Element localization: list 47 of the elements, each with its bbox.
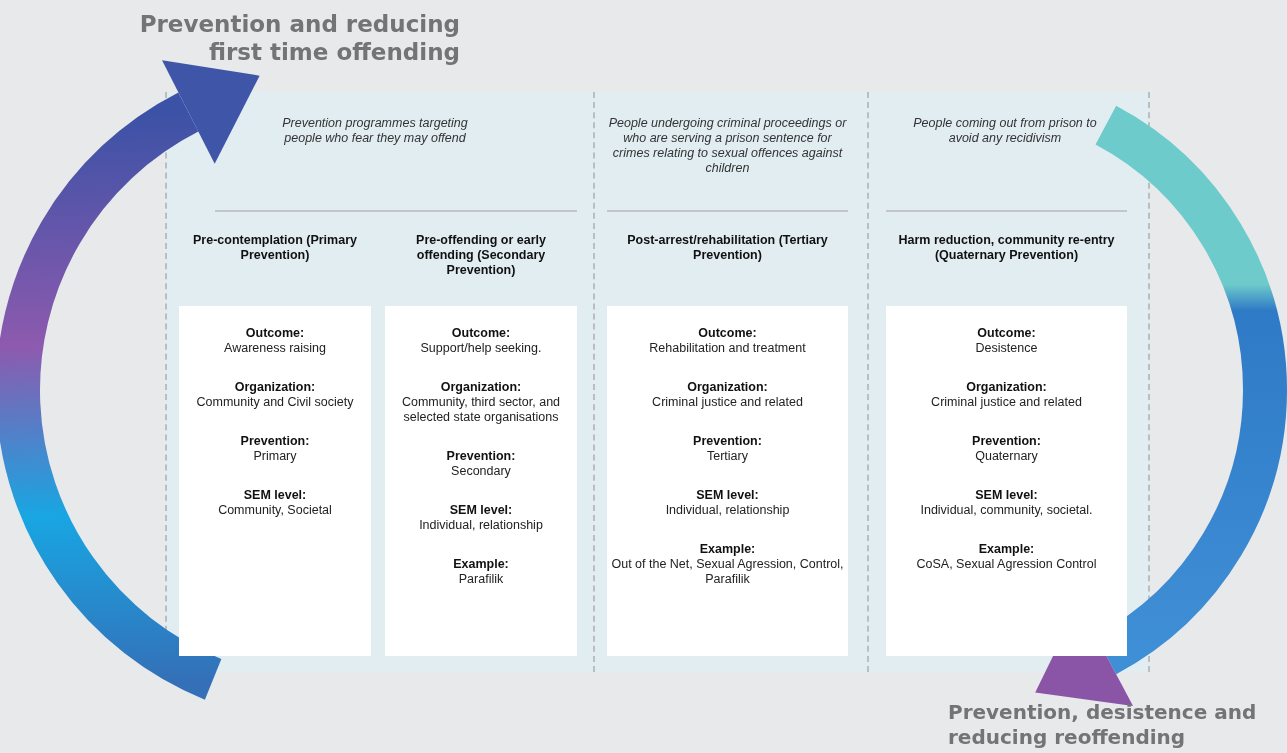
- stage-heading: Harm reduction, community re-entry (Quaternary Prevention): [897, 233, 1116, 263]
- field-value: CoSA, Sexual Agression Control: [916, 557, 1097, 572]
- target-group-note: Prevention programmes targeting people who fear they may offend: [281, 116, 469, 146]
- field-value: Criminal justice and related: [652, 395, 803, 410]
- field-label: Organization:: [687, 380, 768, 395]
- field-label: Organization:: [440, 380, 522, 395]
- field-value: Criminal justice and related: [931, 395, 1082, 410]
- stage-heading: Post-arrest/rehabilitation (Tertiary Prevention): [626, 233, 829, 263]
- field-value: Individual, relationship: [665, 503, 790, 518]
- stage-heading: Pre-offending or early offending (Secondary Prevention): [415, 233, 547, 278]
- field-value: Support/help seeking.: [420, 341, 542, 356]
- target-group-note: People undergoing criminal proceedings or who are serving a prison sentence for crimes relating to sexual offences against children: [607, 116, 848, 176]
- field-value: Desistence: [975, 341, 1038, 356]
- field-label: Example:: [978, 542, 1035, 557]
- field-value: Community, Societal: [218, 503, 332, 518]
- field-value: Awareness raising: [224, 341, 326, 356]
- field-value: Individual, community, societal.: [920, 503, 1093, 518]
- field-label: SEM level:: [696, 488, 759, 503]
- target-group-note: People coming out from prison to avoid any recidivism: [912, 116, 1098, 146]
- field-value: Tertiary: [707, 449, 748, 464]
- field-label: SEM level:: [243, 488, 307, 503]
- cycle-title: Prevention, desistence and reducing reoffending: [948, 700, 1258, 750]
- field-value: Individual, relationship: [419, 518, 543, 533]
- field-label: Example:: [453, 557, 509, 572]
- field-label: Outcome:: [977, 326, 1036, 341]
- field-value: Rehabilitation and treatment: [649, 341, 806, 356]
- field-label: Prevention:: [972, 434, 1041, 449]
- stage-heading: Pre-contemplation (Primary Prevention): [192, 233, 358, 263]
- field-label: Outcome:: [451, 326, 511, 341]
- field-value: Parafilik: [458, 572, 504, 587]
- field-label: SEM level:: [449, 503, 513, 518]
- field-label: Outcome:: [698, 326, 757, 341]
- field-value: Out of the Net, Sexual Agression, Control, Parafilik: [611, 557, 844, 587]
- field-label: Prevention:: [446, 449, 516, 464]
- field-label: Prevention:: [693, 434, 762, 449]
- field-value: Community and Civil society: [196, 395, 354, 410]
- field-label: SEM level:: [975, 488, 1038, 503]
- field-label: Organization:: [234, 380, 316, 395]
- field-label: Outcome:: [245, 326, 305, 341]
- cycle-title: Prevention and reducing first time offending: [138, 10, 460, 66]
- field-label: Organization:: [966, 380, 1047, 395]
- field-label: Example:: [699, 542, 756, 557]
- field-label: Prevention:: [240, 434, 310, 449]
- field-value: Community, third sector, and selected state organisations: [400, 395, 562, 425]
- field-value: Quaternary: [975, 449, 1038, 464]
- field-value: Primary: [253, 449, 297, 464]
- field-value: Secondary: [451, 464, 511, 479]
